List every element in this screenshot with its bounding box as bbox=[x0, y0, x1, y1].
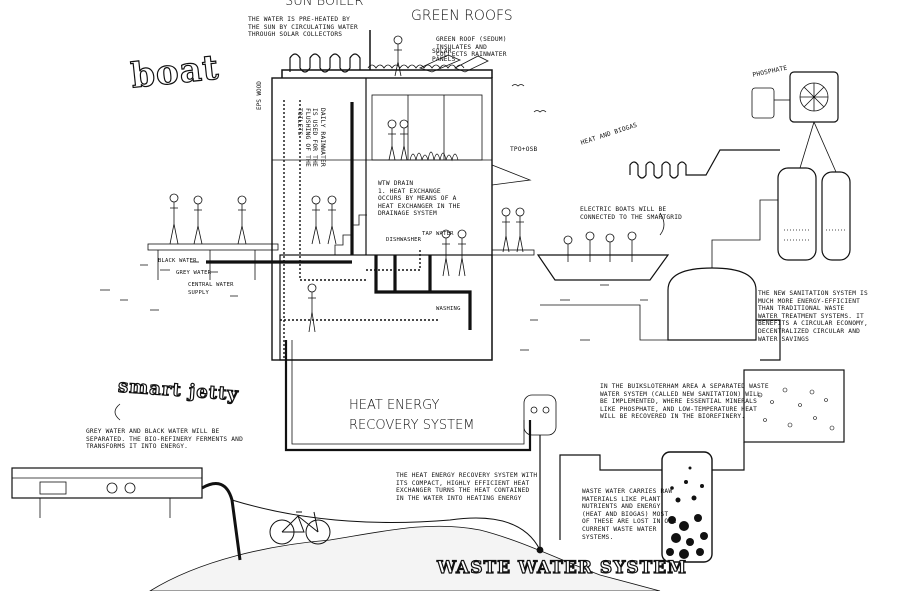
awning bbox=[491, 164, 532, 186]
particles bbox=[666, 466, 708, 559]
flex-hose bbox=[201, 482, 242, 561]
bicycle bbox=[269, 511, 331, 545]
electric-boat bbox=[536, 254, 670, 281]
grey-water-pipes bbox=[280, 100, 440, 360]
heat-recovery-pipe bbox=[284, 340, 532, 452]
pointer-arrow bbox=[114, 403, 121, 421]
note-buiksloterham: IN THE BUIKSLOTERHAM AREA A SEPARATED WA… bbox=[600, 383, 769, 421]
heat-energy-title-1: HEAT ENERGY bbox=[349, 398, 440, 413]
indoor-plants bbox=[409, 151, 459, 162]
heat-biogas-coil bbox=[629, 149, 780, 179]
label-dishwasher: DISHWASHER bbox=[386, 237, 422, 243]
sun-boiler-coil bbox=[289, 53, 361, 73]
black-water-pipes bbox=[206, 102, 472, 330]
label-washing: WASHING bbox=[436, 306, 461, 312]
left-jetty bbox=[147, 243, 279, 251]
label-grey-water: GREY WATER bbox=[176, 270, 212, 276]
label-tap-water: TAP WATER bbox=[422, 231, 454, 237]
solar-panel-2 bbox=[454, 55, 489, 73]
solar-panel-1 bbox=[418, 54, 462, 73]
heat-exchanger bbox=[523, 394, 557, 436]
phosphate-bag bbox=[751, 87, 775, 119]
note-tpo: TPO+OSB bbox=[510, 146, 538, 153]
dome-tank bbox=[667, 267, 757, 341]
smart-jetty bbox=[11, 467, 203, 499]
sun-boiler-title: SUN BOILER bbox=[285, 0, 364, 9]
house-lower-hull bbox=[279, 254, 493, 361]
roof bbox=[281, 69, 493, 78]
settling-tank bbox=[743, 369, 845, 443]
people bbox=[169, 35, 525, 333]
birds bbox=[511, 84, 547, 113]
biorefinery-tank-2 bbox=[821, 171, 851, 261]
window bbox=[371, 94, 483, 161]
waste-water-title: WASTE WATER SYSTEM bbox=[436, 557, 688, 578]
note-eps-wood: EPS WOOD bbox=[256, 81, 263, 110]
label-black-water: BLACK WATER bbox=[158, 258, 197, 264]
biorefinery-tank-1 bbox=[777, 167, 817, 261]
green-roof-plants bbox=[367, 64, 465, 69]
particle-bottle bbox=[661, 451, 713, 563]
right-jetty bbox=[491, 249, 535, 256]
heat-energy-title-2: RECOVERY SYSTEM bbox=[349, 418, 475, 433]
ground-hill bbox=[149, 525, 661, 591]
boat-people bbox=[563, 231, 637, 262]
water-lines bbox=[100, 261, 648, 351]
return-pipe bbox=[756, 319, 781, 361]
green-roofs-title: GREEN ROOFS bbox=[411, 8, 513, 24]
